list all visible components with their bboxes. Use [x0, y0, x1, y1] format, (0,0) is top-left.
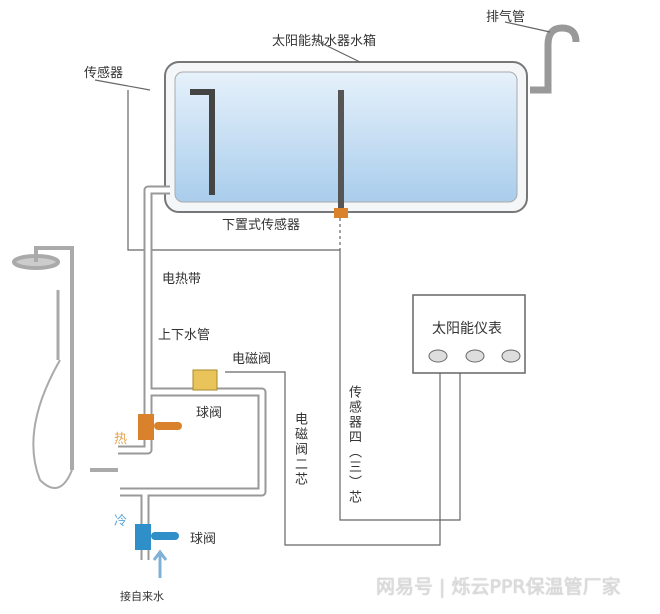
bottom-sensor-label: 下置式传感器: [222, 218, 301, 233]
water-tank: [164, 61, 528, 218]
tap-water-label: 接自来水: [120, 590, 164, 603]
hot-ball-valve: [138, 414, 182, 440]
pipes: [118, 185, 267, 560]
sensor-wire-label: 传感器四（三）芯: [346, 385, 361, 505]
arrow-up-icon: [152, 549, 168, 578]
solenoid-label: 电磁阀: [232, 352, 272, 367]
hot-label: 热: [114, 432, 128, 447]
meter-label: 太阳能仪表: [432, 321, 502, 337]
wires: [94, 21, 551, 546]
cold-valve-label: 球阀: [190, 532, 217, 547]
solenoid-valve: [192, 369, 218, 391]
solenoid-wire-label: 电磁阀二芯: [292, 412, 307, 487]
cold-ball-valve: [135, 524, 179, 550]
pipe-label: 上下水管: [158, 328, 211, 343]
sensor-label: 传感器: [84, 66, 124, 81]
watermark: 网易号 | 烁云PPR保温管厂家: [376, 576, 621, 598]
heat-tape-label: 电热带: [162, 272, 202, 287]
hot-valve-label: 球阀: [196, 406, 223, 421]
tank-label: 太阳能热水器水箱: [272, 34, 377, 49]
exhaust-pipe: [530, 24, 580, 94]
cold-label: 冷: [114, 514, 128, 529]
shower: [12, 246, 118, 489]
exhaust-label: 排气管: [486, 10, 526, 25]
